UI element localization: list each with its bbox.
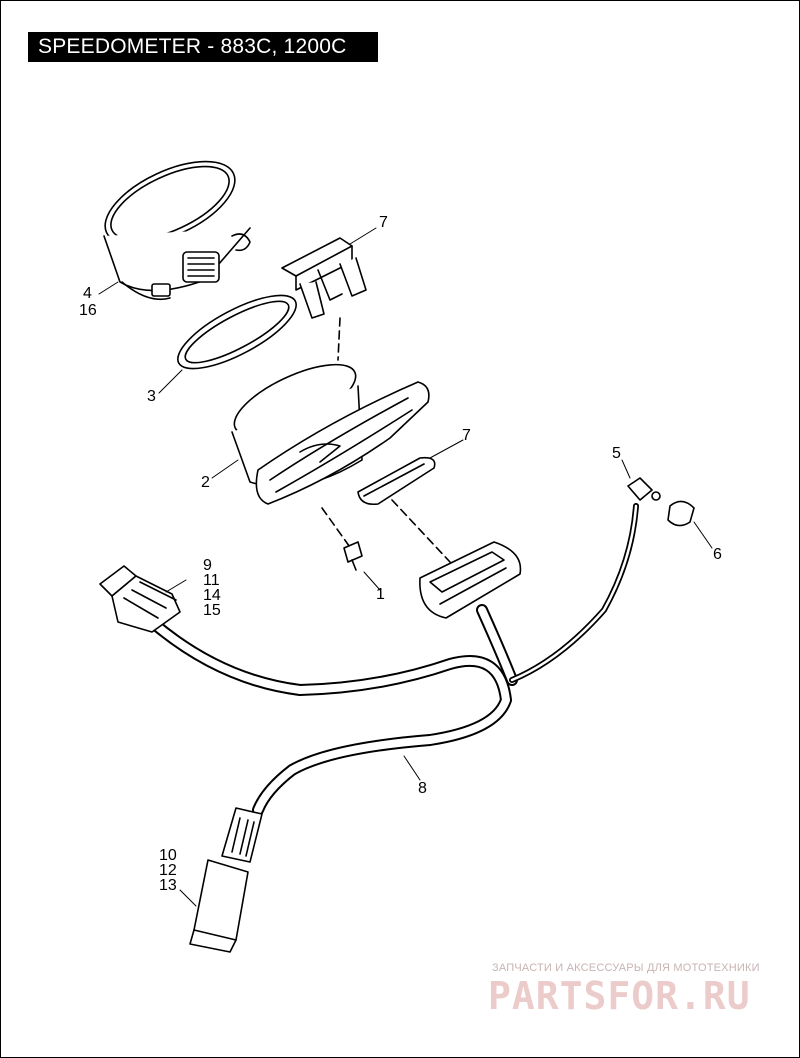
connector-upper-left: [99, 565, 181, 633]
callout-15: 15: [203, 602, 221, 619]
callout-16: 16: [79, 302, 97, 319]
speedometer-gauge: [103, 160, 251, 301]
callout-12: 12: [159, 862, 177, 879]
speedometer-housing: [231, 363, 430, 505]
connector-lower: [189, 807, 263, 953]
alignment-line: [391, 499, 451, 563]
screw: [343, 541, 363, 571]
callout-8: 8: [418, 780, 427, 797]
alignment-line: [321, 507, 353, 551]
callout-14: 14: [203, 587, 221, 604]
callout-3: 3: [147, 388, 156, 405]
callout-10: 10: [159, 847, 177, 864]
indicator-lamp: [627, 477, 661, 501]
leader-lines: [98, 227, 713, 907]
alignment-line: [337, 317, 341, 361]
watermark-subtitle: ЗАПЧАСТИ И АКСЕССУАРЫ ДЛЯ МОТОТЕХНИКИ: [492, 962, 760, 974]
mounting-base: [419, 541, 522, 619]
callout-1: 1: [376, 586, 385, 603]
connector-bracket-upper: [281, 237, 367, 319]
callout-2: 2: [201, 474, 210, 491]
callout-labels: 4 16 3 2 7 7 5 6 1 8 9 11 14 15 10 12 13: [79, 214, 722, 894]
gasket-pad-lower: [357, 456, 436, 506]
callout-9: 9: [203, 557, 212, 574]
lamp-cap: [667, 500, 695, 527]
wiring-harness: [146, 503, 639, 816]
watermark-brand: PARTSFOR.RU: [488, 974, 751, 1018]
callout-7-upper: 7: [379, 214, 388, 231]
callout-6: 6: [713, 546, 722, 563]
callout-5: 5: [612, 445, 621, 462]
page-title: SPEEDOMETER - 883C, 1200C: [28, 32, 378, 62]
callout-13: 13: [159, 877, 177, 894]
callout-11: 11: [203, 572, 220, 589]
callout-7-lower: 7: [462, 427, 471, 444]
callout-4: 4: [83, 285, 92, 302]
gasket-ring: [177, 294, 297, 370]
